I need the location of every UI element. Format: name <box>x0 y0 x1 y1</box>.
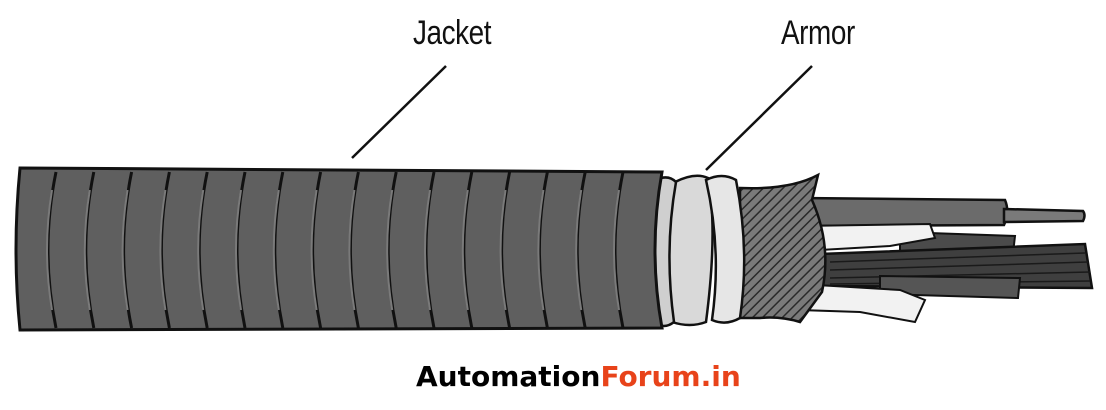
brand-text-accent: Forum.in <box>600 360 741 393</box>
jacket-rib-highlight <box>613 189 620 311</box>
jacket-rib <box>235 171 247 329</box>
jacket-rib <box>386 171 398 329</box>
jacket-rib <box>122 171 134 329</box>
jacket-rib-highlight <box>499 189 507 311</box>
jacket-leader-line <box>351 65 447 159</box>
armor-layer <box>649 174 746 328</box>
jacket-rib-highlight <box>159 189 167 311</box>
jacket-rib-highlight <box>46 189 53 311</box>
jacket-rib <box>273 171 285 329</box>
jacket-rib-highlight <box>461 189 469 311</box>
jacket-rib <box>424 171 436 329</box>
armor-ring <box>704 174 746 324</box>
brand-text-primary: Automation <box>416 360 601 393</box>
jacket-ribs <box>46 171 625 329</box>
jacket-layer <box>14 166 664 332</box>
conductor-top <box>798 196 1009 228</box>
jacket-rib <box>575 171 587 329</box>
jacket-rib-highlight <box>575 189 583 311</box>
jacket-rib <box>613 171 625 329</box>
jacket-rib-highlight <box>197 189 205 311</box>
jacket-rib-highlight <box>272 189 280 311</box>
jacket-rib-highlight <box>386 189 394 311</box>
jacket-rib-highlight <box>348 189 356 311</box>
jacket-label: Jacket <box>413 14 492 52</box>
shield-layer <box>738 172 827 324</box>
conductor-top-core <box>1002 207 1086 224</box>
jacket-rib <box>311 171 323 329</box>
jacket-rib <box>159 171 171 329</box>
jacket-rib <box>348 171 360 329</box>
brand-watermark: AutomationForum.in <box>416 360 741 393</box>
jacket-body <box>14 166 664 332</box>
jacket-rib-highlight <box>537 189 545 311</box>
jacket-rib <box>197 171 209 329</box>
armor-leader-line <box>705 65 813 171</box>
jacket-rib <box>46 171 58 329</box>
jacket-rib <box>84 171 96 329</box>
jacket-rib-highlight <box>310 189 318 311</box>
jacket-rib-highlight <box>83 189 91 311</box>
jacket-rib-highlight <box>235 189 242 311</box>
jacket-rib-highlight <box>121 189 129 311</box>
jacket-rib-highlight <box>424 189 431 311</box>
jacket-rib <box>537 171 549 329</box>
armor-label: Armor <box>781 14 855 52</box>
inner-conductors <box>797 196 1094 324</box>
jacket-rib <box>500 171 512 329</box>
jacket-rib <box>462 171 474 329</box>
